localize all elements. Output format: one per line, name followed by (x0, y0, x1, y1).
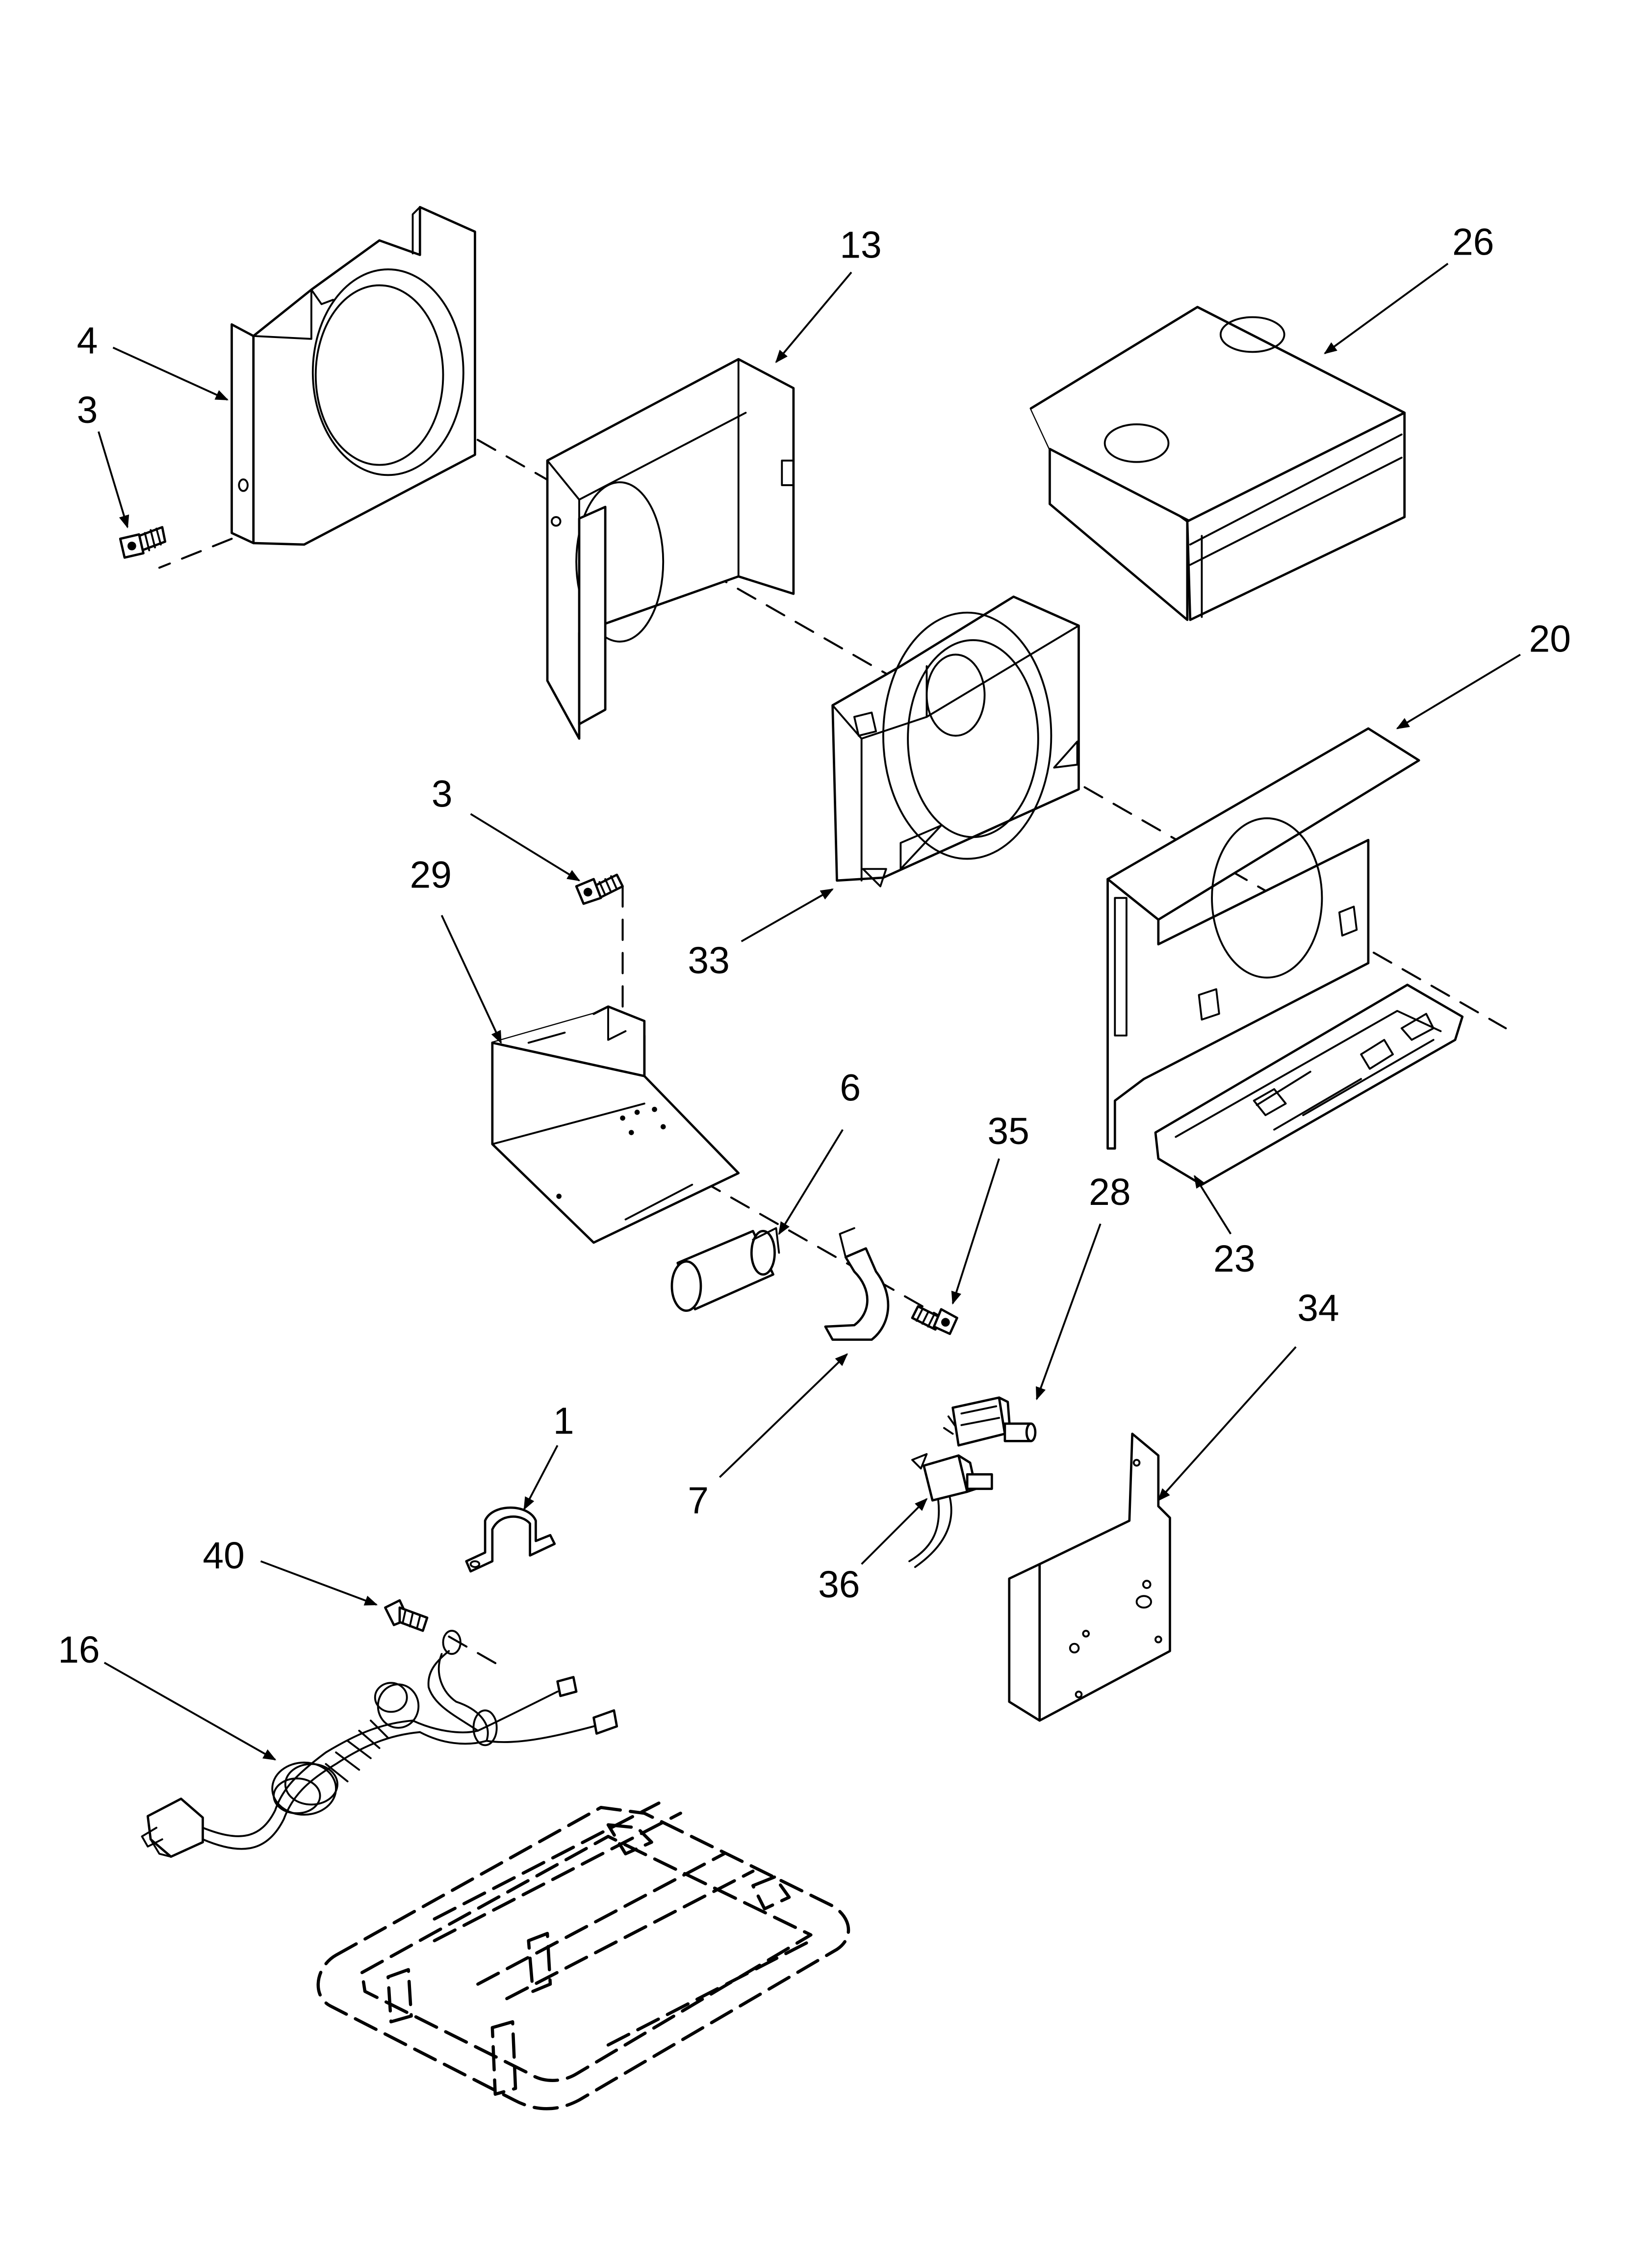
label-part-35: 35 (987, 1111, 1029, 1152)
label-part-29: 29 (410, 855, 452, 896)
part-16-power-cord (141, 1630, 618, 1858)
part-3-screw-upper (119, 526, 167, 559)
part-1-clamp (465, 1506, 556, 1573)
leader-lines (98, 262, 1521, 1761)
label-part-20: 20 (1529, 618, 1571, 660)
label-part-7: 7 (688, 1480, 709, 1522)
alignment-lines (158, 372, 1507, 1667)
label-part-3-lower: 3 (432, 773, 453, 815)
label-part-23: 23 (1213, 1238, 1255, 1280)
part-29-control-box (491, 1005, 740, 1244)
part-13-duct (546, 358, 795, 740)
label-part-4: 4 (77, 320, 98, 362)
part-7-strap (824, 1227, 890, 1341)
part-34-panel-bracket (1008, 1433, 1171, 1722)
label-part-26: 26 (1452, 222, 1494, 263)
label-part-36: 36 (818, 1564, 860, 1606)
part-40-ground-screw (384, 1599, 429, 1632)
part-4-side-panel (231, 206, 476, 546)
part-23-base-tray (1154, 984, 1464, 1186)
label-part-40: 40 (203, 1535, 244, 1577)
part-6-capacitor (670, 1227, 780, 1312)
part-36-thermostat (908, 1453, 993, 1568)
dashed-base-pan (316, 1801, 850, 2111)
part-20-orifice-panel (1106, 727, 1420, 1150)
part-28-switch (943, 1396, 1037, 1447)
label-part-6: 6 (840, 1068, 861, 1109)
label-part-34: 34 (1297, 1287, 1339, 1329)
label-part-28: 28 (1089, 1172, 1130, 1213)
label-part-3-upper: 3 (77, 390, 98, 431)
label-part-33: 33 (688, 940, 729, 982)
label-part-1: 1 (553, 1401, 574, 1442)
label-part-13: 13 (840, 224, 881, 266)
part-26-top-cover (1029, 306, 1406, 621)
part-35-screw (911, 1305, 958, 1335)
part-3-screw-lower (575, 873, 624, 905)
part-33-scroll-housing (831, 595, 1080, 887)
label-part-16: 16 (58, 1629, 100, 1671)
callout-labels: 4 3 13 26 20 3 29 33 6 35 28 23 34 1 7 3… (58, 222, 1571, 1671)
